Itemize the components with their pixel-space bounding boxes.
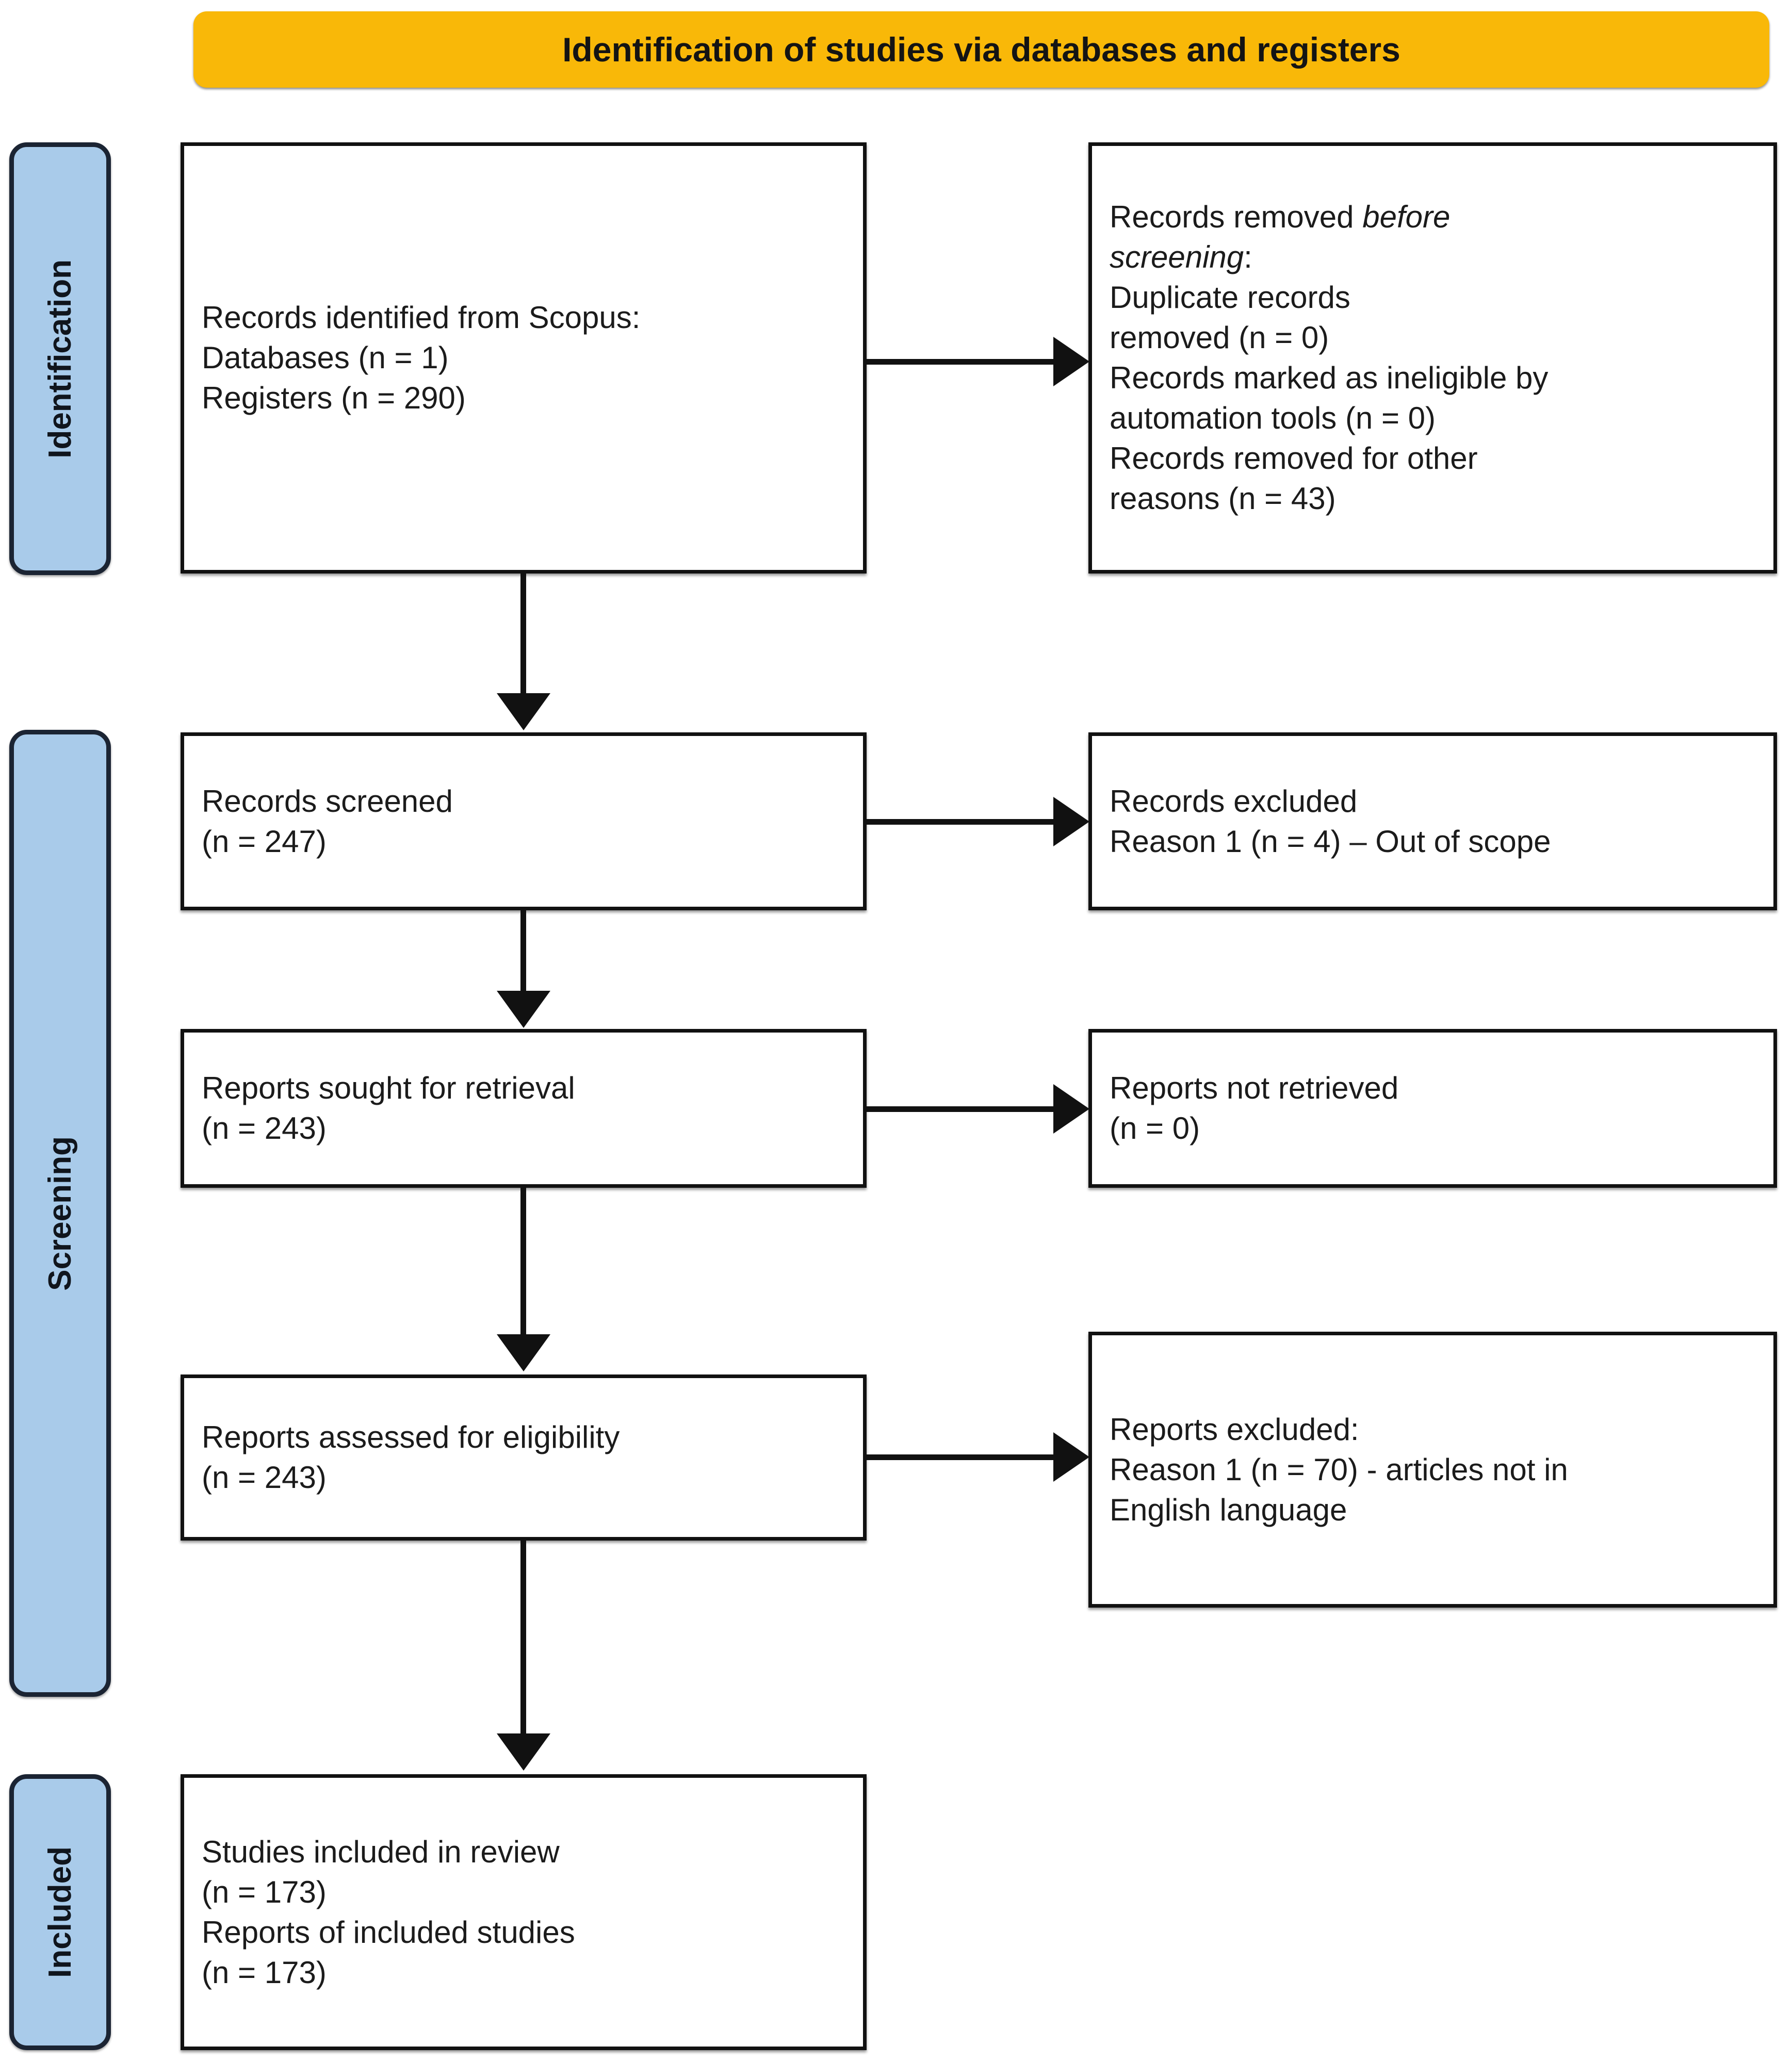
arrow-assessed-to-excluded-head-icon xyxy=(1053,1432,1089,1482)
arrow-assessed-to-excluded-line xyxy=(867,1454,1061,1460)
arrow-screened-to-sought-line xyxy=(520,910,526,993)
records-removed-line2-italic: screening xyxy=(1110,240,1244,274)
phase-label-screening-text: Screening xyxy=(42,1136,78,1291)
phase-label-included: Included xyxy=(9,1774,111,2050)
box-reports-not-retrieved: Reports not retrieved (n = 0) xyxy=(1088,1029,1777,1188)
studies-included-line2: (n = 173) xyxy=(202,1874,327,1909)
records-removed-line8: reasons (n = 43) xyxy=(1110,481,1336,516)
records-excluded-line2: Reason 1 (n = 4) – Out of scope xyxy=(1110,824,1551,859)
reports-not-retrieved-line1: Reports not retrieved xyxy=(1110,1071,1399,1105)
phase-label-included-text: Included xyxy=(42,1846,78,1978)
studies-included-line3: Reports of included studies xyxy=(202,1914,575,1950)
arrow-assessed-to-included-line xyxy=(520,1541,526,1736)
box-reports-excluded: Reports excluded: Reason 1 (n = 70) - ar… xyxy=(1088,1332,1777,1608)
records-removed-line5: Records marked as ineligible by xyxy=(1110,361,1549,395)
phase-label-identification-text: Identification xyxy=(42,259,78,459)
arrow-identified-to-removed-head-icon xyxy=(1053,337,1089,386)
records-screened-line1: Records screened xyxy=(202,783,453,819)
reports-excluded-line3: English language xyxy=(1110,1492,1347,1527)
arrow-assessed-to-included-head-icon xyxy=(497,1733,550,1771)
arrow-identified-to-screened-line xyxy=(520,574,526,695)
records-screened-line2: (n = 247) xyxy=(202,824,327,859)
arrow-identified-to-screened-head-icon xyxy=(497,693,550,730)
reports-excluded-line2: Reason 1 (n = 70) - articles not in xyxy=(1110,1452,1568,1487)
box-studies-included: Studies included in review (n = 173) Rep… xyxy=(181,1774,867,2050)
box-reports-assessed-for-eligibility: Reports assessed for eligibility (n = 24… xyxy=(181,1374,867,1541)
box-records-excluded: Records excluded Reason 1 (n = 4) – Out … xyxy=(1088,732,1777,910)
phase-label-screening: Screening xyxy=(9,730,111,1697)
records-removed-line1-prefix: Records removed xyxy=(1110,200,1363,234)
diagram-title: Identification of studies via databases … xyxy=(562,30,1400,69)
records-removed-line1: Records removed before xyxy=(1110,197,1756,237)
box-records-identified: Records identified from Scopus: Database… xyxy=(181,142,867,574)
phase-label-identification: Identification xyxy=(9,142,111,575)
studies-included-line4: (n = 173) xyxy=(202,1955,327,1990)
records-excluded-line1: Records excluded xyxy=(1110,783,1358,819)
records-identified-line2: Databases (n = 1) xyxy=(202,340,449,375)
arrow-sought-to-notretrieved-head-icon xyxy=(1053,1084,1089,1134)
arrow-screened-to-excluded-line xyxy=(867,819,1061,825)
records-removed-line2: screening: xyxy=(1110,237,1756,277)
reports-excluded-line1: Reports excluded: xyxy=(1110,1412,1359,1447)
records-removed-line1-italic: before xyxy=(1362,200,1451,234)
records-removed-line7: Records removed for other xyxy=(1110,441,1478,476)
box-records-screened: Records screened (n = 247) xyxy=(181,732,867,910)
reports-not-retrieved-line2: (n = 0) xyxy=(1110,1111,1200,1145)
records-removed-line2-suffix: : xyxy=(1244,240,1252,274)
box-records-removed-before-screening: Records removed before screening: Duplic… xyxy=(1088,142,1777,574)
records-removed-line3: Duplicate records xyxy=(1110,280,1350,315)
box-reports-sought-for-retrieval: Reports sought for retrieval (n = 243) xyxy=(181,1029,867,1188)
studies-included-line1: Studies included in review xyxy=(202,1834,560,1869)
diagram-header-banner: Identification of studies via databases … xyxy=(193,11,1769,88)
reports-assessed-line1: Reports assessed for eligibility xyxy=(202,1420,620,1454)
arrow-sought-to-notretrieved-line xyxy=(867,1106,1061,1112)
arrow-sought-to-assessed-line xyxy=(520,1188,526,1336)
records-identified-line1: Records identified from Scopus: xyxy=(202,300,641,335)
records-removed-line4: removed (n = 0) xyxy=(1110,320,1329,355)
arrow-identified-to-removed-line xyxy=(867,359,1061,365)
arrow-sought-to-assessed-head-icon xyxy=(497,1334,550,1371)
reports-sought-line2: (n = 243) xyxy=(202,1111,327,1145)
reports-assessed-line2: (n = 243) xyxy=(202,1460,327,1495)
arrow-screened-to-sought-head-icon xyxy=(497,991,550,1028)
records-removed-line6: automation tools (n = 0) xyxy=(1110,401,1436,435)
arrow-screened-to-excluded-head-icon xyxy=(1053,797,1089,846)
records-identified-line3: Registers (n = 290) xyxy=(202,381,466,415)
reports-sought-line1: Reports sought for retrieval xyxy=(202,1071,575,1105)
